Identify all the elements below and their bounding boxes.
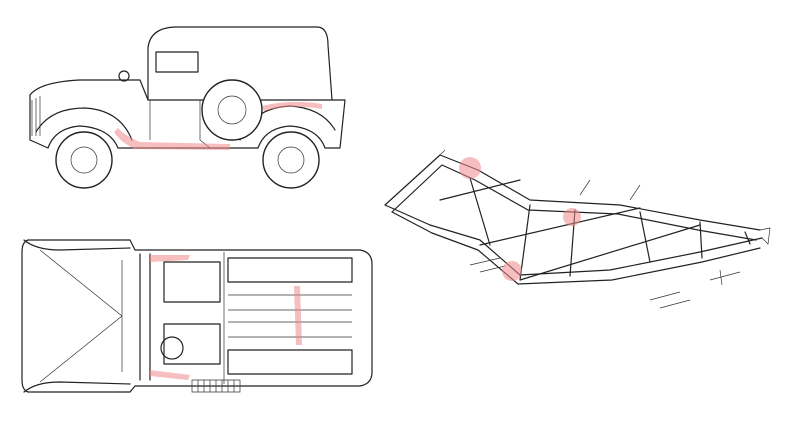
- highlight-floor: [294, 286, 302, 345]
- highlight-front-left: [150, 255, 190, 262]
- body-outline: [29, 94, 346, 149]
- frame-rail-right: [429, 224, 763, 276]
- canvas-top: [147, 26, 333, 101]
- top-view: [21, 239, 373, 393]
- door-line: [149, 100, 211, 149]
- frame-perspective: [384, 149, 771, 309]
- frame-brackets: [439, 149, 771, 286]
- side-window: [155, 51, 199, 73]
- front-hub: [70, 146, 98, 174]
- diagonal-brace: [439, 179, 701, 281]
- front-fender-right: [23, 381, 131, 393]
- highlight-frame-front: [459, 157, 481, 179]
- hood: [29, 79, 149, 101]
- windshield: [139, 253, 151, 381]
- mirror: [118, 70, 130, 82]
- highlight-frame-middle: [563, 208, 581, 226]
- top-body-outline: [21, 239, 373, 393]
- steering-wheel: [160, 336, 184, 360]
- highlight-front-right: [150, 370, 190, 380]
- front-fender-left: [23, 239, 131, 251]
- hood-lines: [39, 249, 123, 383]
- rear-bench-left: [227, 257, 353, 283]
- rear-wheel: [262, 131, 320, 189]
- crossmembers: [469, 177, 751, 281]
- spare-tire: [201, 79, 263, 141]
- highlight-frame-right: [502, 261, 522, 281]
- frame-rail-left-inner: [391, 164, 757, 241]
- grille: [31, 96, 41, 136]
- floor-slats: [223, 252, 352, 384]
- spare-tire-top: [191, 379, 241, 393]
- side-view: [29, 26, 346, 189]
- front-fender: [35, 107, 133, 141]
- highlight-sill: [114, 128, 230, 150]
- rear-bench-right: [227, 349, 353, 375]
- spring-hangers: [469, 179, 741, 309]
- frame-rail-right-inner: [431, 232, 761, 285]
- front-crossmember: [384, 204, 433, 234]
- front-wheel: [55, 131, 113, 189]
- spare-hub: [217, 95, 247, 125]
- front-seat-right: [163, 323, 221, 365]
- rear-hub: [277, 146, 305, 174]
- highlight-rear-panel: [262, 101, 322, 111]
- front-seat-left: [163, 261, 221, 303]
